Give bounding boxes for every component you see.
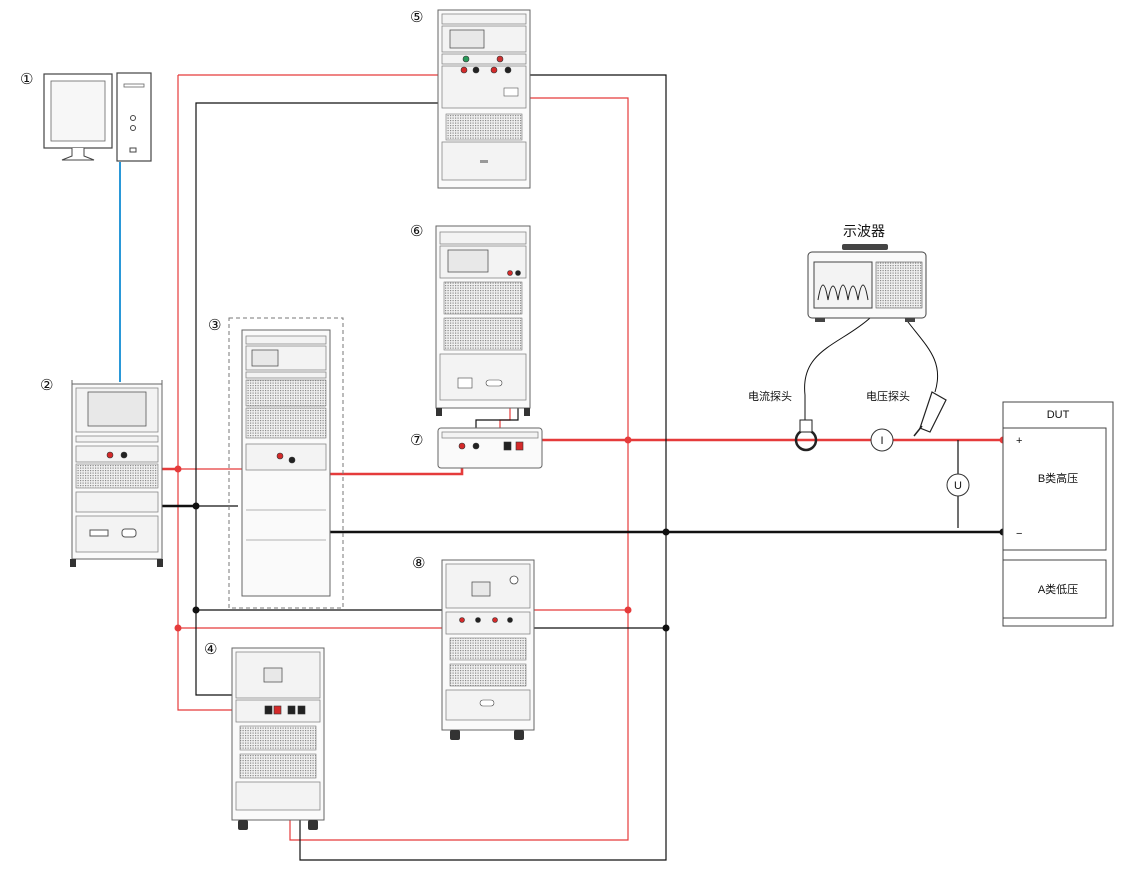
dut-title: DUT <box>1047 409 1070 421</box>
test-rack: ③ <box>208 316 344 609</box>
voltage-meter-symbol: U <box>954 480 962 492</box>
label-7: ⑦ <box>410 431 423 449</box>
dut-plus-terminal: + <box>1016 435 1022 447</box>
dut-minus-terminal: − <box>1016 528 1022 540</box>
power-cabinet-8: ⑧ <box>412 554 535 740</box>
current-meter-symbol: I <box>880 435 883 447</box>
oscilloscope-label: 示波器 <box>843 223 885 239</box>
current-probe-label: 电流探头 <box>748 389 792 403</box>
label-5: ⑤ <box>410 8 423 26</box>
controller-cabinet: ② <box>40 376 163 567</box>
voltage-probe: 电压探头 <box>866 390 947 437</box>
current-probe: 电流探头 <box>748 389 818 452</box>
label-3: ③ <box>208 316 221 334</box>
pc-workstation: ① <box>20 70 152 162</box>
power-cabinet-4: ④ <box>204 640 325 830</box>
switch-unit-7: ⑦ <box>410 427 543 469</box>
oscilloscope-icon <box>807 244 927 322</box>
label-1: ① <box>20 70 33 88</box>
voltage-meter: U <box>946 473 970 497</box>
label-2: ② <box>40 376 53 394</box>
voltage-probe-icon <box>913 391 947 437</box>
dut-b-high-voltage-label: B类高压 <box>1038 471 1078 485</box>
dut-a-low-voltage-label: A类低压 <box>1038 582 1078 596</box>
computer-icon <box>43 72 152 162</box>
voltage-probe-label: 电压探头 <box>866 390 910 403</box>
current-meter: I <box>870 428 894 452</box>
power-cabinet-5: ⑤ <box>410 8 531 189</box>
label-6: ⑥ <box>410 222 423 240</box>
label-8: ⑧ <box>412 554 425 572</box>
dut: DUT B类高压 + − A类低压 <box>1002 401 1114 627</box>
current-clamp-icon <box>794 419 818 452</box>
voltage-probe-cable <box>904 317 939 393</box>
power-cabinet-6: ⑥ <box>410 222 531 416</box>
current-probe-cable <box>804 317 871 420</box>
oscilloscope: 示波器 <box>807 223 927 322</box>
label-4: ④ <box>204 640 217 658</box>
dut-a-low-voltage-box <box>1002 559 1107 619</box>
dut-b-high-voltage-box <box>1002 427 1107 551</box>
